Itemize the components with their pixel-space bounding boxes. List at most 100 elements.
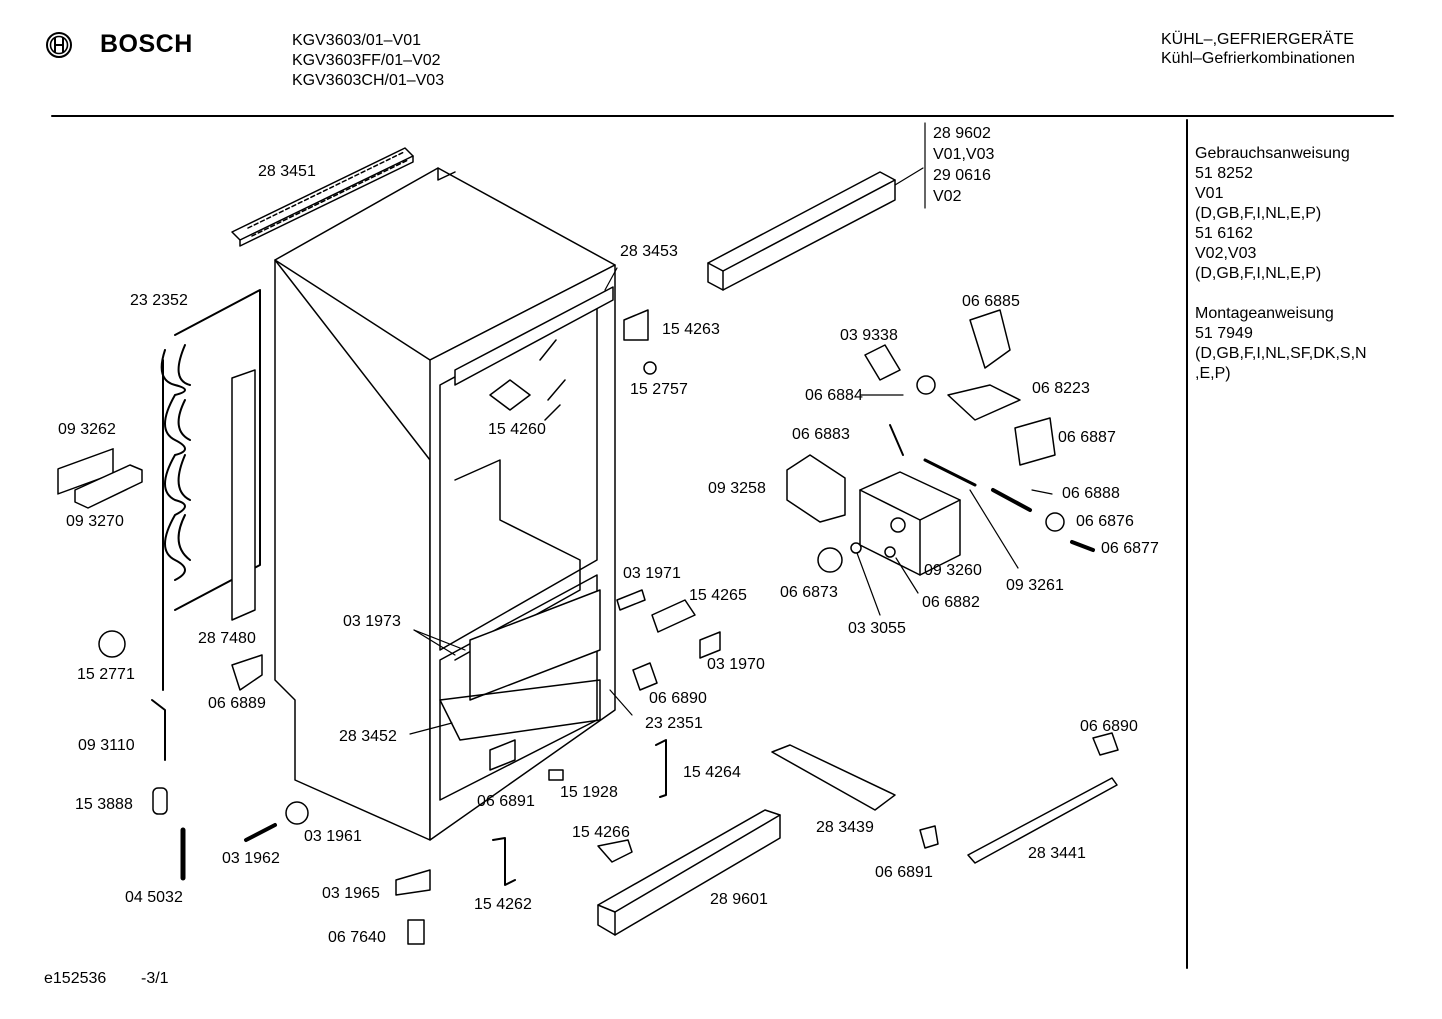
- part-label-093261: 09 3261: [1006, 577, 1064, 594]
- part-label-031962: 03 1962: [222, 850, 280, 867]
- bosch-armature-icon: [46, 32, 72, 58]
- model-number: KGV3603/01–V01: [292, 32, 421, 49]
- doc-line: V02,V03: [1195, 245, 1257, 262]
- doc-line: (D,GB,F,I,NL,SF,DK,S,N: [1195, 345, 1367, 362]
- part-label-154260: 15 4260: [488, 421, 546, 438]
- top-cover-strip: [707, 171, 896, 291]
- part-066882: [884, 546, 896, 558]
- part-093262: [57, 448, 114, 495]
- part-152757: [643, 361, 657, 375]
- part-039338: [864, 344, 901, 381]
- part-label-067640: 06 7640: [328, 929, 386, 946]
- part-label-068223: 06 8223: [1032, 380, 1090, 397]
- document-code: e152536: [44, 970, 107, 987]
- part-label-152757: 15 2757: [630, 381, 688, 398]
- part-label-066873: 06 6873: [780, 584, 838, 601]
- part-label-066891-b: 06 6891: [875, 864, 933, 881]
- part-label-151928: 15 1928: [560, 784, 618, 801]
- part-066884: [916, 375, 936, 395]
- part-031962: [244, 823, 277, 842]
- part-066891b: [919, 825, 939, 849]
- part-031970: [699, 631, 721, 659]
- part-label-066885: 06 6885: [962, 293, 1020, 310]
- doc-line: ,E,P): [1195, 365, 1231, 382]
- part-label-066883: 06 6883: [792, 426, 850, 443]
- part-068223: [947, 384, 1021, 421]
- part-031965: [395, 869, 431, 896]
- part-label-093110: 09 3110: [78, 737, 135, 754]
- part-label-154263: 15 4263: [662, 321, 720, 338]
- part-066873: [817, 547, 843, 573]
- vent-grille: [786, 454, 846, 523]
- part-label-154262: 15 4262: [474, 896, 532, 913]
- part-label-066890-a: 06 6890: [649, 690, 707, 707]
- part-066889: [231, 654, 263, 691]
- doc-line: V01: [1195, 185, 1224, 202]
- part-label-045032: 04 5032: [125, 889, 183, 906]
- part-066876: [1045, 512, 1065, 532]
- part-label-283441: 28 3441: [1028, 845, 1086, 862]
- part-066890b: [1092, 732, 1119, 756]
- leader-lines: [409, 122, 1053, 735]
- part-label-033055: 03 3055: [848, 620, 906, 637]
- part-label-066887: 06 6887: [1058, 429, 1116, 446]
- part-label-232351: 23 2351: [645, 715, 703, 732]
- part-154264: [655, 739, 667, 798]
- part-066883: [889, 424, 904, 456]
- part-number: 28 9602: [933, 125, 991, 142]
- part-label-066891-a: 06 6891: [477, 793, 535, 810]
- part-151928: [548, 769, 564, 781]
- part-label-031971: 03 1971: [623, 565, 681, 582]
- brand-name: BOSCH: [100, 30, 193, 58]
- part-label-154265: 15 4265: [689, 587, 747, 604]
- part-154263: [623, 309, 649, 341]
- part-label-039338: 03 9338: [840, 327, 898, 344]
- part-066890: [632, 662, 658, 691]
- doc-line: 51 8252: [1195, 165, 1253, 182]
- part-152771: [98, 630, 126, 658]
- part-031961: [285, 801, 309, 825]
- part-283452: [439, 679, 601, 741]
- page-number: -3/1: [141, 970, 169, 987]
- doc-line: (D,GB,F,I,NL,E,P): [1195, 205, 1322, 222]
- part-031971: [616, 589, 646, 611]
- part-093270: [74, 464, 143, 509]
- doc-line: Gebrauchsanweisung: [1195, 145, 1350, 162]
- part-label-283439: 28 3439: [816, 819, 874, 836]
- part-232351: [469, 589, 601, 701]
- documentation-list: Gebrauchsanweisung 51 8252 V01 (D,GB,F,I…: [1195, 144, 1367, 384]
- variant-note: V01,V03: [933, 146, 995, 163]
- part-033055: [850, 542, 862, 554]
- variant-note: V02: [933, 188, 962, 205]
- part-066888: [991, 488, 1032, 512]
- bosch-logo: [44, 30, 74, 65]
- cabinet: [274, 167, 616, 841]
- part-label-152771: 15 2771: [77, 666, 135, 683]
- category-title: KÜHL–,GEFRIERGERÄTE: [1161, 31, 1354, 48]
- part-093261: [923, 458, 977, 487]
- part-label-154264: 15 4264: [683, 764, 741, 781]
- part-label-283451: 28 3451: [258, 163, 316, 180]
- part-093110: [151, 699, 166, 761]
- part-label-093262: 09 3262: [58, 421, 116, 438]
- model-number: KGV3603CH/01–V03: [292, 72, 445, 89]
- part-label-066888: 06 6888: [1062, 485, 1120, 502]
- part-154262: [492, 837, 516, 886]
- part-label-289602: 28 9602 V01,V03 29 0616 V02: [933, 123, 994, 207]
- part-label-066890-b: 06 6890: [1080, 718, 1138, 735]
- thermostat-housing: [859, 471, 961, 576]
- condenser: [160, 289, 261, 691]
- category-subtitle: Kühl–Gefrierkombinationen: [1161, 50, 1355, 67]
- part-label-232352: 23 2352: [130, 292, 188, 309]
- part-label-066882: 06 6882: [922, 594, 980, 611]
- part-066891: [489, 739, 516, 771]
- side-rail: [231, 369, 256, 621]
- base-cover: [597, 809, 781, 936]
- doc-line: Montageanweisung: [1195, 305, 1334, 322]
- part-label-093258: 09 3258: [708, 480, 766, 497]
- part-label-093270: 09 3270: [66, 513, 124, 530]
- part-label-154266: 15 4266: [572, 824, 630, 841]
- part-label-031973: 03 1973: [343, 613, 401, 630]
- part-154266: [597, 839, 633, 863]
- part-label-283453: 28 3453: [620, 243, 678, 260]
